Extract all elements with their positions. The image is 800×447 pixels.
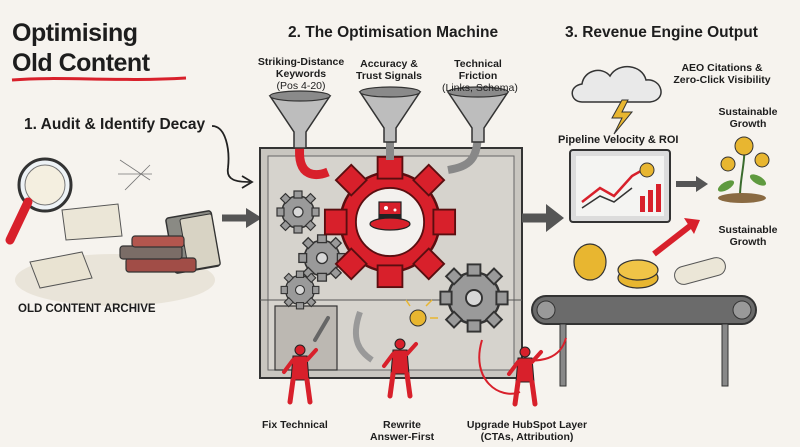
output-label-aeo-2: Zero-Click Visibility (673, 74, 771, 86)
output-label-pipeline: Pipeline Velocity & ROI (558, 134, 679, 146)
gear-icon (323, 155, 457, 289)
funnel-label-keywords-sub: (Pos 4-20) (276, 80, 326, 92)
old-content-archive-illustration (5, 157, 221, 306)
funnel-label-keywords-title: Striking-Distance Keywords (257, 56, 345, 80)
magnifier-icon (5, 157, 73, 245)
output-label-growth-bottom-1: Sustainable (718, 224, 778, 236)
output-label-growth-top-2: Growth (729, 118, 767, 130)
lightbulb-icon (409, 309, 427, 327)
cobweb (118, 159, 152, 191)
title-line-1: Optimising (12, 19, 138, 47)
funnel-icon (358, 86, 422, 143)
books-icon (119, 210, 221, 274)
wrench-icon (313, 316, 330, 342)
page-title: Optimising Old Content (12, 18, 150, 78)
section-audit-heading: 1. Audit & Identify Decay (24, 116, 206, 133)
paper-scrolls (674, 257, 726, 285)
worker-label-technical: Fix Technical (262, 419, 328, 431)
arrow-icon (652, 223, 692, 257)
worker-label-hubspot-1: Upgrade HubSpot Layer (466, 419, 588, 431)
section-output-heading: 3. Revenue Engine Output (565, 24, 758, 41)
title-line-2: Old Content (12, 49, 150, 77)
worker-label-rewrite: Rewrite Answer-First (370, 419, 434, 443)
output-label-growth-bottom-2: Growth (729, 236, 767, 248)
title-underline (11, 76, 187, 82)
paper-scrolls (29, 203, 123, 289)
money-plant-icon (717, 136, 770, 203)
lightning-icon (611, 99, 634, 135)
funnel-label-technical-title: Technical Friction (454, 58, 502, 82)
funnel-label-technical-sub: (Links, Schema) (442, 82, 518, 94)
output-label-growth-top-1: Sustainable (718, 106, 778, 118)
output-label-aeo: AEO Citations & Zero-Click Visibility (664, 62, 780, 86)
funnel-label-technical: Technical Friction (Links, Schema) (442, 58, 518, 94)
archive-label: OLD CONTENT ARCHIVE (18, 303, 156, 315)
funnel-icon (268, 90, 332, 149)
worker-label-rewrite-1: Rewrite (383, 419, 421, 431)
output-label-aeo-1: AEO Citations & (681, 62, 763, 74)
funnel-label-trust: Accuracy & Trust Signals (356, 58, 422, 82)
output-label-growth-bottom: Sustainable Growth (712, 224, 784, 248)
monitor-chart-icon (569, 149, 671, 223)
funnel-label-keywords: Striking-Distance Keywords (Pos 4-20) (248, 56, 354, 92)
conveyor-icon (519, 295, 757, 387)
top-hat-icon (369, 201, 411, 231)
audit-pointer-arrow (211, 125, 251, 183)
output-label-growth-top: Sustainable Growth (712, 106, 784, 130)
worker-label-rewrite-2: Answer-First (370, 431, 435, 443)
cloud-icon (571, 66, 662, 103)
worker-label-hubspot-2: (CTAs, Attribution) (480, 431, 574, 443)
dollar-coin-icon (573, 243, 659, 289)
section-machine-heading: 2. The Optimisation Machine (288, 24, 499, 41)
optimisation-machine (259, 129, 523, 379)
funnel-icon (446, 86, 510, 143)
worker-label-hubspot: Upgrade HubSpot Layer (CTAs, Attribution… (452, 419, 602, 443)
